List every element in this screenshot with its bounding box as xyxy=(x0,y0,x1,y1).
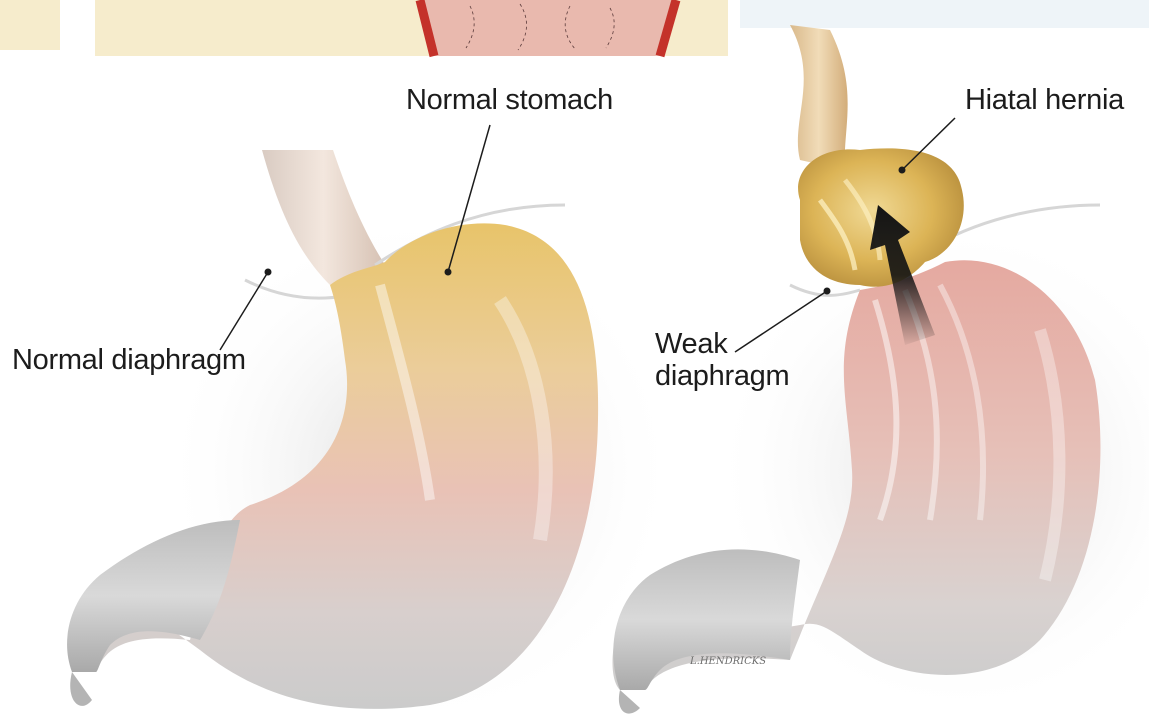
top-esophagus-crosssection-strip xyxy=(0,0,728,56)
label-normal-stomach: Normal stomach xyxy=(406,84,613,116)
label-hiatal-hernia: Hiatal hernia xyxy=(965,84,1124,116)
normal-stomach-illustration xyxy=(67,150,680,727)
illustrator-signature: L.HENDRICKS xyxy=(690,656,766,667)
label-weak-diaphragm: Weak diaphragm xyxy=(655,328,789,392)
label-normal-diaphragm: Normal diaphragm xyxy=(12,344,246,376)
